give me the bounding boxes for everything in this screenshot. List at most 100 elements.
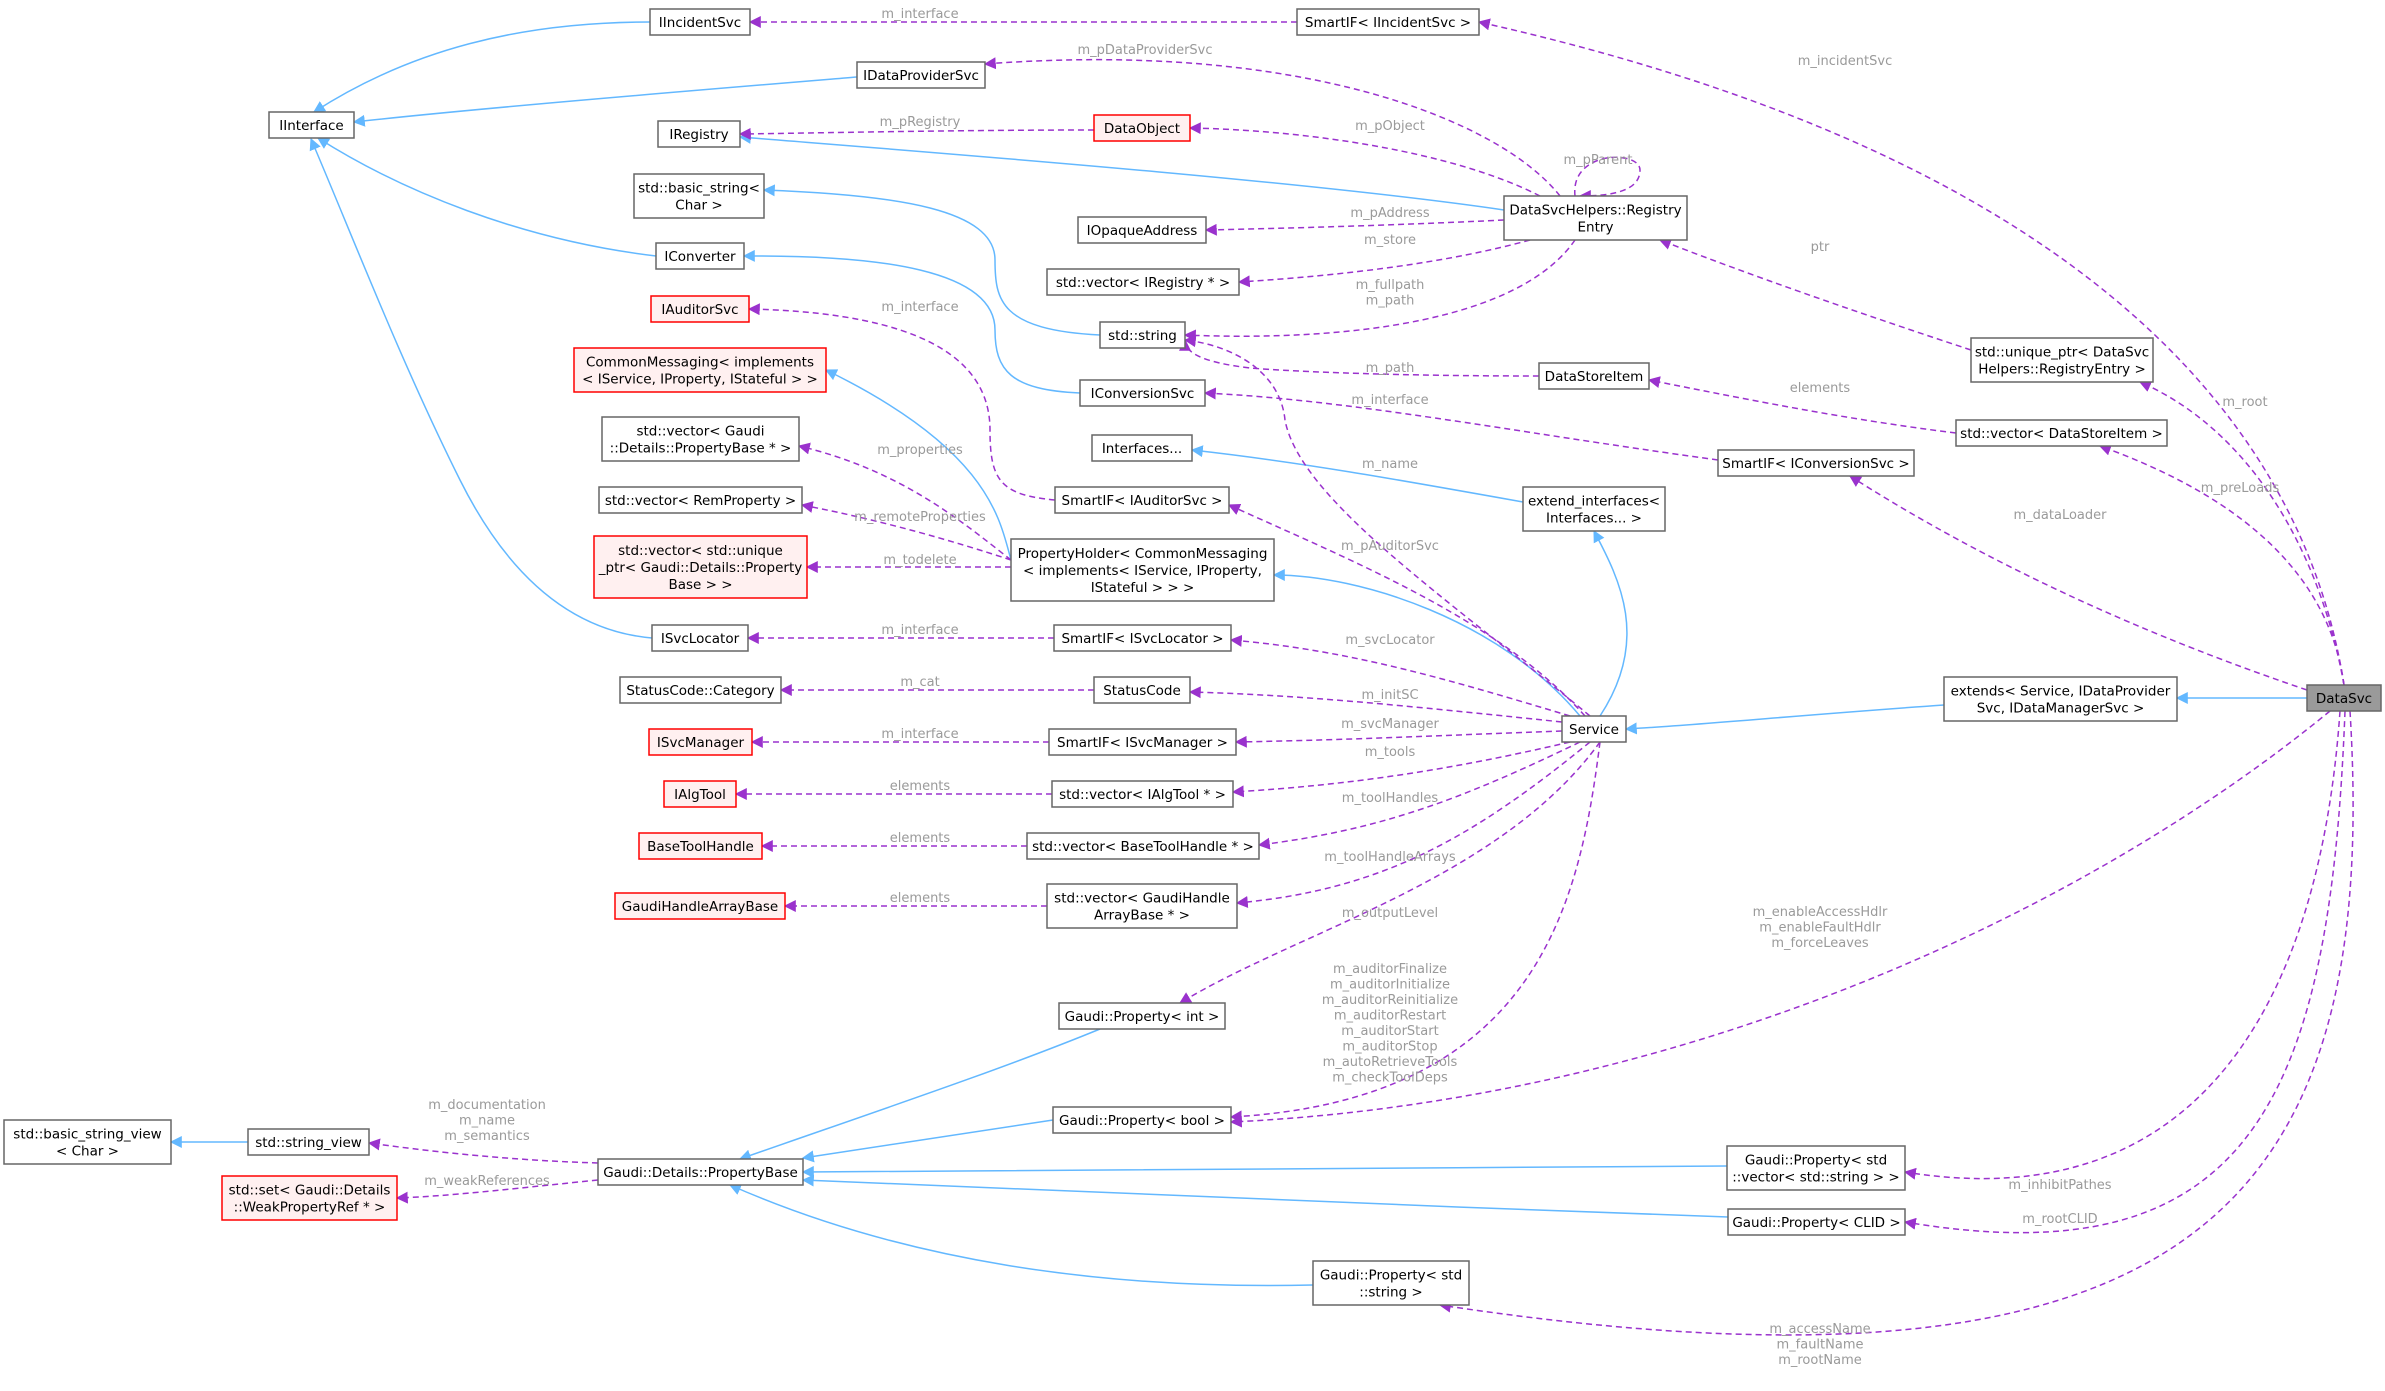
class-node-smartif-iincidentsvc[interactable]: SmartIF< IIncidentSvc >	[1296, 8, 1480, 36]
class-node-label: std::basic_string<Char >	[638, 181, 760, 214]
class-node-box	[1296, 8, 1480, 36]
class-node-vec-unique-property[interactable]: std::vector< std::unique_ptr< Gaudi::Det…	[593, 535, 808, 599]
edge-label-conv-interface: m_interface	[1351, 393, 1428, 408]
class-node-box	[1058, 1002, 1226, 1030]
class-node-box	[648, 728, 753, 756]
class-node-property-clid[interactable]: Gaudi::Property< CLID >	[1727, 1208, 1906, 1236]
class-node-basetoolhandle[interactable]: BaseToolHandle	[638, 832, 763, 860]
class-node-std-string[interactable]: std::string	[1099, 321, 1186, 349]
inheritance-edge-std-string-to-basic-string	[762, 184, 1101, 336]
edge-label-inhibitpathes: m_inhibitPathes	[2008, 1178, 2111, 1193]
class-node-box	[1048, 728, 1237, 756]
class-node-property-bool[interactable]: Gaudi::Property< bool >	[1052, 1106, 1232, 1134]
edge-label-incident-interface: m_interface	[881, 7, 958, 22]
class-node-ialgtool[interactable]: IAlgTool	[663, 780, 737, 808]
class-node-property-int[interactable]: Gaudi::Property< int >	[1058, 1002, 1226, 1030]
class-node-vec-iregistry[interactable]: std::vector< IRegistry * >	[1046, 268, 1240, 296]
class-node-iauditorsvc[interactable]: IAuditorSvc	[650, 295, 750, 323]
class-node-vec-basetoolhandle[interactable]: std::vector< BaseToolHandle * >	[1026, 832, 1260, 860]
class-node-statuscodecategory[interactable]: StatusCode::Category	[619, 676, 782, 704]
class-node-box	[3, 1119, 172, 1165]
edge-label-dsi-path: m_path	[1366, 361, 1415, 376]
class-node-interfaces[interactable]: Interfaces...	[1091, 434, 1193, 462]
edge-label-initsc: m_initSC	[1361, 688, 1418, 703]
usage-edge-datasvc-to-unique-ptr-registryentry	[2138, 380, 2345, 686]
class-node-smartif-isvclocator[interactable]: SmartIF< ISvcLocator >	[1053, 624, 1232, 652]
edge-label-pauditorsvc: m_pAuditorSvc	[1341, 539, 1439, 554]
class-node-vec-ialgtool[interactable]: std::vector< IAlgTool * >	[1051, 780, 1234, 808]
class-node-label: IDataProviderSvc	[863, 68, 979, 84]
class-node-label: Interfaces...	[1102, 441, 1182, 457]
class-node-propertyholder[interactable]: PropertyHolder< CommonMessaging< impleme…	[1010, 538, 1275, 602]
edge-label-elements-dsi: elements	[1790, 381, 1851, 396]
inheritance-edge-service-to-propertyholder	[1272, 569, 1581, 717]
class-node-label: SmartIF< IAuditorSvc >	[1062, 493, 1223, 509]
class-node-iopaqueaddress[interactable]: IOpaqueAddress	[1077, 216, 1207, 244]
inheritance-edge-iincidentsvc-to-iinterface	[312, 21, 651, 113]
class-node-property-vec-string[interactable]: Gaudi::Property< std::vector< std::strin…	[1726, 1145, 1906, 1191]
class-node-box	[1052, 1106, 1232, 1134]
class-node-label: Service	[1569, 722, 1619, 738]
class-node-box	[1046, 883, 1238, 929]
usage-edge-service-to-smartif-isvclocator	[1229, 634, 1571, 717]
class-node-basic-string-view[interactable]: std::basic_string_view< Char >	[3, 1119, 172, 1165]
class-node-isvclocator[interactable]: ISvcLocator	[651, 624, 749, 652]
class-node-iconversionsvc[interactable]: IConversionSvc	[1079, 379, 1206, 407]
class-node-service[interactable]: Service	[1561, 715, 1627, 743]
class-node-smartif-iconversionsvc[interactable]: SmartIF< IConversionSvc >	[1717, 449, 1915, 477]
usage-edge-datasvc-to-vec-datastoreitem	[2098, 444, 2345, 686]
class-node-iincidentsvc[interactable]: IIncidentSvc	[649, 8, 751, 36]
class-node-iconverter[interactable]: IConverter	[655, 242, 745, 270]
class-node-label: Gaudi::Property< CLID >	[1732, 1215, 1900, 1231]
class-node-label: StatusCode	[1103, 683, 1181, 699]
class-node-box	[1503, 195, 1688, 241]
class-node-box	[655, 242, 745, 270]
class-node-box	[1943, 676, 2178, 722]
class-node-datastoreitem[interactable]: DataStoreItem	[1538, 362, 1650, 390]
class-node-smartif-iauditorsvc[interactable]: SmartIF< IAuditorSvc >	[1054, 486, 1230, 514]
class-node-string-view[interactable]: std::string_view	[247, 1128, 370, 1156]
class-node-property-string[interactable]: Gaudi::Property< std::string >	[1312, 1260, 1470, 1306]
class-node-basic-string[interactable]: std::basic_string<Char >	[633, 173, 765, 219]
class-node-smartif-isvcmanager[interactable]: SmartIF< ISvcManager >	[1048, 728, 1237, 756]
class-node-vec-datastoreitem[interactable]: std::vector< DataStoreItem >	[1955, 419, 2168, 447]
class-node-idataprovidersvc[interactable]: IDataProviderSvc	[856, 61, 986, 89]
edge-label-pparent: m_pParent	[1563, 153, 1632, 168]
class-node-box	[1077, 216, 1207, 244]
class-node-box	[597, 1158, 804, 1186]
edge-label-root: m_root	[2222, 395, 2267, 410]
class-node-iinterface[interactable]: IInterface	[268, 111, 355, 139]
class-node-label: ISvcManager	[657, 735, 745, 751]
class-node-dataobject[interactable]: DataObject	[1093, 114, 1191, 142]
class-node-vec-remproperty[interactable]: std::vector< RemProperty >	[598, 486, 803, 514]
class-node-commonmessaging[interactable]: CommonMessaging< implements< IService, I…	[573, 347, 827, 393]
class-node-label: IAlgTool	[674, 787, 726, 803]
edge-label-svcmanager: m_svcManager	[1341, 717, 1439, 732]
class-node-propertybase[interactable]: Gaudi::Details::PropertyBase	[597, 1158, 804, 1186]
usage-edge-service-to-statuscode	[1188, 686, 1563, 723]
class-node-label: IRegistry	[669, 127, 728, 143]
class-node-label: DataObject	[1104, 121, 1180, 137]
class-node-box	[268, 111, 355, 139]
class-node-set-weakpropertyref[interactable]: std::set< Gaudi::Details::WeakPropertyRe…	[221, 1175, 398, 1221]
usage-edge-datasvc-to-property-vec-string	[1903, 710, 2341, 1180]
class-node-iregistry[interactable]: IRegistry	[657, 120, 741, 148]
class-node-extend-interfaces[interactable]: extend_interfaces<Interfaces... >	[1522, 486, 1666, 532]
edge-label-weakreferences: m_weakReferences	[424, 1174, 550, 1189]
class-node-statuscode[interactable]: StatusCode	[1093, 676, 1191, 704]
edge-label-svcmanager-interface: m_interface	[881, 727, 958, 742]
class-node-box	[1093, 114, 1191, 142]
class-node-isvcmanager[interactable]: ISvcManager	[648, 728, 753, 756]
class-node-vec-propertybase[interactable]: std::vector< Gaudi::Details::PropertyBas…	[601, 416, 800, 462]
class-node-label: DataStoreItem	[1545, 369, 1644, 385]
usage-edge-service-to-property-bool	[1229, 741, 1601, 1123]
class-node-gaudihandlearraybase[interactable]: GaudiHandleArrayBase	[614, 892, 786, 920]
